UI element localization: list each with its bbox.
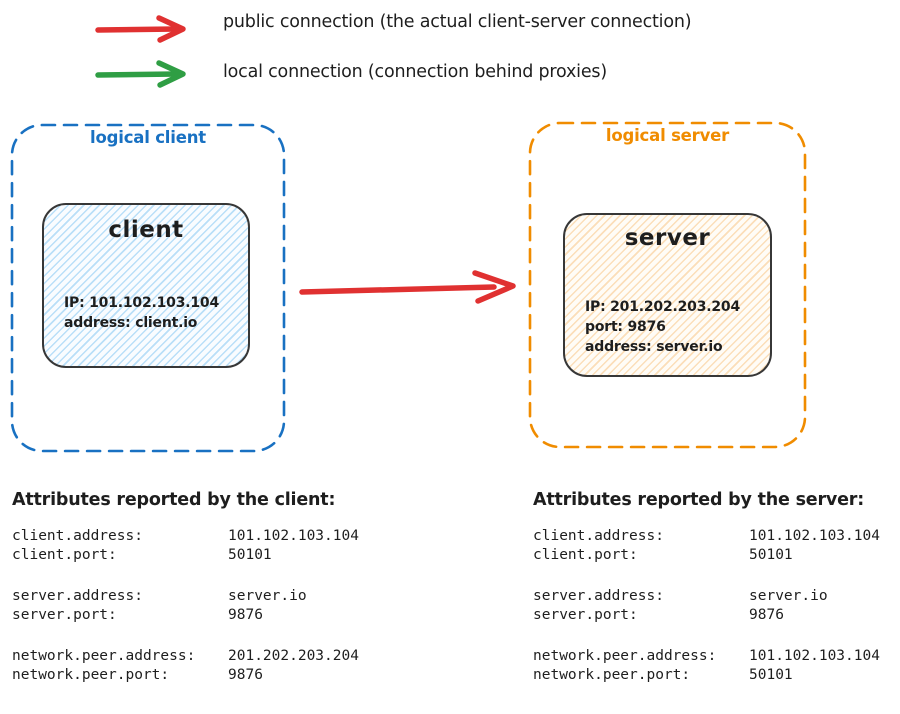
attr-row: client.address:101.102.103.104: [533, 528, 880, 544]
client-attr-group-server: server.address:server.io server.port:987…: [12, 587, 359, 625]
logical-server-label: logical server: [605, 126, 730, 145]
server-attributes-panel: Attributes reported by the server: clien…: [533, 488, 880, 707]
logical-client-label: logical client: [90, 128, 206, 147]
logical-server-box: logical server server IP: 201.202.203.20…: [528, 121, 807, 449]
attr-row: server.address:server.io: [12, 588, 307, 604]
server-attributes-title: Attributes reported by the server:: [533, 490, 864, 510]
client-node-details: IP: 101.102.103.104 address: client.io: [64, 293, 219, 333]
client-node: client IP: 101.102.103.104 address: clie…: [42, 203, 250, 368]
client-attributes-title: Attributes reported by the client:: [12, 490, 336, 510]
server-node-details: IP: 201.202.203.204 port: 9876 address: …: [585, 297, 740, 357]
attr-row: network.peer.address:101.102.103.104: [533, 648, 880, 664]
attr-row: client.port:50101: [533, 547, 793, 563]
server-attr-group-client: client.address:101.102.103.104 client.po…: [533, 527, 880, 565]
logical-server-border: [528, 121, 807, 449]
client-attr-group-network-peer: network.peer.address:201.202.203.204 net…: [12, 647, 359, 685]
legend-local-connection-label: local connection (connection behind prox…: [223, 62, 607, 82]
public-connection-arrow-icon: [95, 15, 186, 43]
client-address-line: address: client.io: [64, 315, 198, 331]
client-attr-group-client: client.address:101.102.103.104 client.po…: [12, 527, 359, 565]
client-ip-line: IP: 101.102.103.104: [64, 295, 219, 311]
server-address-line: address: server.io: [585, 339, 723, 355]
attr-row: server.port:9876: [533, 607, 784, 623]
attr-row: network.peer.address:201.202.203.204: [12, 648, 359, 664]
server-port-line: port: 9876: [585, 319, 666, 335]
attr-row: client.port:50101: [12, 547, 272, 563]
attr-row: server.address:server.io: [533, 588, 828, 604]
client-node-title: client: [108, 217, 184, 243]
server-node: server IP: 201.202.203.204 port: 9876 ad…: [563, 213, 772, 377]
client-server-connection-arrow: [299, 270, 516, 304]
server-ip-line: IP: 201.202.203.204: [585, 299, 740, 315]
client-attributes-panel: Attributes reported by the client: clien…: [12, 488, 359, 707]
logical-client-box: logical client client IP: 101.102.103.10…: [10, 123, 286, 453]
attr-row: network.peer.port:9876: [12, 667, 263, 683]
attr-row: server.port:9876: [12, 607, 263, 623]
attr-row: client.address:101.102.103.104: [12, 528, 359, 544]
server-attr-group-server: server.address:server.io server.port:987…: [533, 587, 880, 625]
legend-public-connection-label: public connection (the actual client-ser…: [223, 12, 692, 32]
local-connection-arrow-icon: [95, 60, 186, 88]
server-node-title: server: [624, 225, 711, 251]
attr-row: network.peer.port:50101: [533, 667, 793, 683]
server-attr-group-network-peer: network.peer.address:101.102.103.104 net…: [533, 647, 880, 685]
